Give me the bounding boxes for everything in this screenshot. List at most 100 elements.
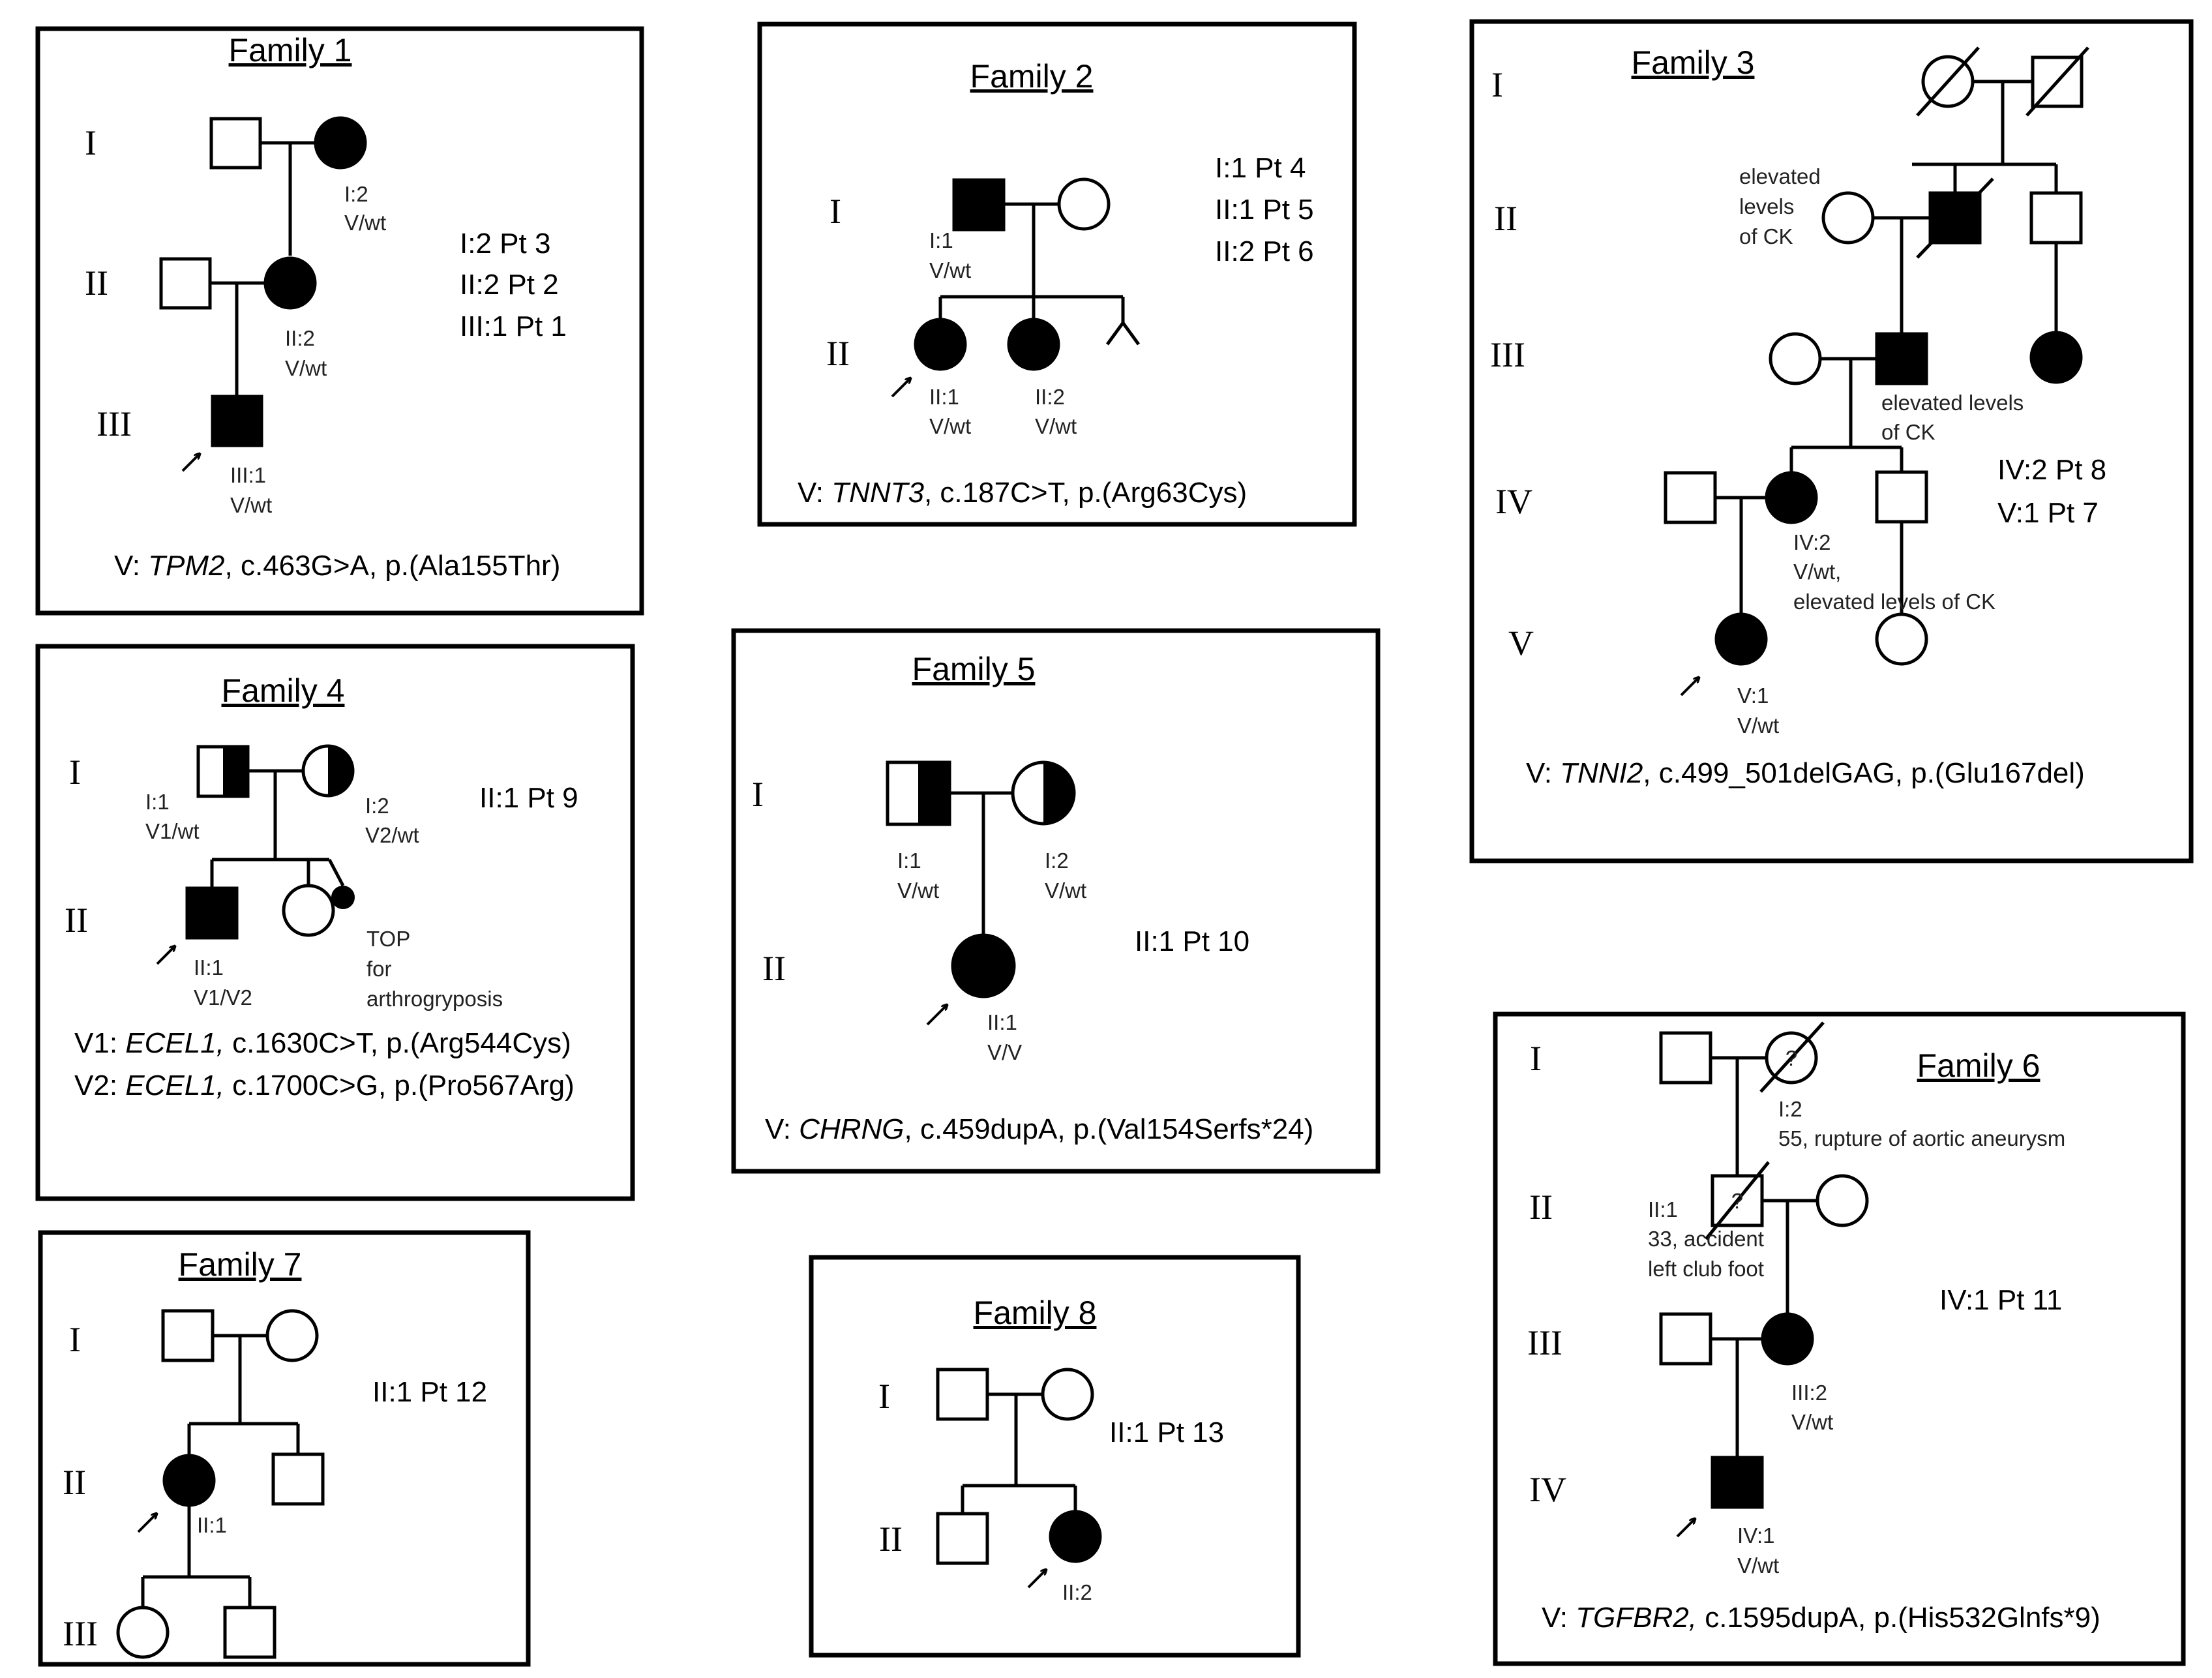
- family-1-label-III1-geno: V/wt: [230, 493, 272, 517]
- family-5-label-I2-geno: V/wt: [1045, 878, 1086, 903]
- family-2-proband-arrow: [891, 378, 910, 398]
- family-6-label-III2-geno: V/wt: [1791, 1410, 1833, 1434]
- family-6-label-II1-id: II:1: [1648, 1197, 1678, 1221]
- family-3-gen-2: II: [1494, 199, 1517, 238]
- family-3-label-IV2-note: elevated levels of CK: [1793, 590, 1995, 614]
- family-5-panel: Family 5 I II I:1 V/wt I:2 V/wt II:1 V/V…: [731, 628, 1381, 1174]
- family-5-variant: V: CHRNG, c.459dupA, p.(Val154Serfs*24): [765, 1113, 1313, 1145]
- family-8-gen-1: I: [878, 1377, 890, 1416]
- family-7-patient-1: II:1 Pt 12: [372, 1376, 487, 1408]
- family-7-III2-male: [223, 1606, 276, 1659]
- family-8-label-II2-id: II:2: [1062, 1580, 1092, 1604]
- family-2-gen-2: II: [826, 334, 850, 373]
- family-6-label-IV1-geno: V/wt: [1737, 1553, 1779, 1578]
- family-1-label-II2-id: II:2: [285, 326, 315, 350]
- family-3-label-V1-id: V:1: [1737, 683, 1769, 708]
- family-1-label-II2-geno: V/wt: [285, 356, 327, 380]
- family-8-title: Family 8: [974, 1295, 1097, 1331]
- family-3-label-V1-geno: V/wt: [1737, 713, 1779, 738]
- family-4-label-I1-geno: V1/wt: [145, 819, 200, 843]
- family-1-gen-1: I: [85, 123, 97, 162]
- family-2-patient-3: II:2 Pt 6: [1215, 235, 1314, 267]
- family-8-patient-1: II:1 Pt 13: [1109, 1416, 1224, 1448]
- family-1-label-I2-geno: V/wt: [344, 211, 386, 235]
- family-1-frame: [35, 26, 644, 616]
- family-6-III1-male: [1659, 1312, 1712, 1366]
- family-7-proband-arrow: [137, 1514, 157, 1533]
- family-4-terminated-pregnancy: [331, 886, 355, 909]
- family-1-patient-1: I:2 Pt 3: [460, 228, 550, 260]
- family-2-I2-female: [1057, 177, 1111, 231]
- family-4-note-line3: arthrogryposis: [366, 987, 503, 1011]
- family-8-frame: [809, 1255, 1301, 1658]
- family-3-label-IV2-id: IV:2: [1793, 530, 1831, 554]
- family-1-III1-male-affected: [211, 395, 263, 447]
- family-2-lines: [938, 202, 1141, 346]
- family-5-gen-1: I: [752, 775, 764, 814]
- family-3-IV3-male: [1875, 470, 1928, 524]
- family-6-II1-unknown-mark: ?: [1731, 1189, 1743, 1213]
- family-1-patient-3: III:1 Pt 1: [460, 310, 567, 342]
- family-6-variant: V: TGFBR2, c.1595dupA, p.(His532Glnfs*9): [1542, 1602, 2100, 1634]
- family-6-gen-4: IV: [1529, 1470, 1566, 1509]
- family-6-label-III2-id: III:2: [1791, 1381, 1827, 1405]
- family-8-gen-2: II: [879, 1520, 903, 1559]
- family-8-I2-female: [1041, 1368, 1094, 1421]
- family-4-title: Family 4: [222, 672, 345, 709]
- family-5-lines: [949, 791, 1012, 935]
- family-6-I1-male: [1659, 1031, 1712, 1085]
- family-3-III1-female: [1769, 332, 1822, 385]
- family-3-gen-5: V: [1508, 623, 1534, 663]
- family-3-proband-arrow: [1680, 678, 1699, 697]
- family-5-label-I2-id: I:2: [1045, 848, 1069, 873]
- family-7-II2-male: [271, 1452, 325, 1506]
- family-6-gen-3: III: [1527, 1323, 1562, 1362]
- family-2-title: Family 2: [970, 58, 1094, 95]
- family-3-II1-female: [1821, 191, 1875, 245]
- family-3-IV1-male: [1664, 471, 1717, 524]
- family-6-patient-1: IV:1 Pt 11: [1939, 1284, 2062, 1316]
- family-1-gen-2: II: [85, 263, 108, 303]
- family-2-label-II1-id: II:1: [929, 385, 959, 409]
- family-5-II1-female-affected: [951, 933, 1016, 998]
- family-3-panel: Family 3 I II III IV V: [1469, 19, 2194, 863]
- family-3-note-III2-line1: elevated levels: [1881, 391, 2024, 415]
- family-7-gen-3: III: [63, 1614, 98, 1653]
- family-3-note-II1-line2: levels: [1739, 194, 1794, 218]
- family-2-variant: V: TNNT3, c.187C>T, p.(Arg63Cys): [798, 477, 1247, 509]
- family-3-patient-1: IV:2 Pt 8: [1997, 454, 2106, 486]
- family-6-label-II1-note2: left club foot: [1648, 1257, 1764, 1281]
- family-1-I2-female-affected: [314, 116, 367, 170]
- family-3-label-IV2-geno: V/wt,: [1793, 560, 1841, 584]
- family-4-label-I1-id: I:1: [145, 790, 170, 814]
- family-7-panel: Family 7 I II III II:1 II:1 Pt 12: [38, 1230, 531, 1667]
- family-4-panel: Family 4 I II I:1 V1/wt I:2 V2/wt II:1 V…: [35, 644, 635, 1201]
- family-5-gen-2: II: [762, 949, 786, 988]
- family-3-gen-3: III: [1490, 335, 1525, 374]
- family-3-gen-1: I: [1491, 65, 1503, 104]
- family-5-label-I1-geno: V/wt: [897, 878, 939, 903]
- family-4-patient-1: II:1 Pt 9: [479, 782, 578, 814]
- family-4-lines: [210, 769, 345, 888]
- family-1-II2-female-affected: [263, 256, 317, 310]
- family-8-panel: Family 8 I II II:2 II:1 Pt 13: [809, 1255, 1301, 1658]
- family-8-lines: [961, 1392, 1077, 1514]
- family-4-label-I2-id: I:2: [365, 794, 389, 818]
- family-6-title: Family 6: [1917, 1047, 2040, 1084]
- family-2-gen-1: I: [830, 192, 841, 231]
- family-6-gen-2: II: [1529, 1188, 1553, 1227]
- family-7-I1-male: [161, 1309, 215, 1362]
- family-7-III1-female: [116, 1606, 170, 1659]
- family-8-II2-female-affected: [1049, 1510, 1102, 1563]
- family-7-gen-2: II: [63, 1463, 86, 1502]
- family-3-V1-female-affected: [1714, 612, 1768, 666]
- family-2-patient-1: I:1 Pt 4: [1215, 152, 1306, 184]
- family-6-label-IV1-id: IV:1: [1737, 1523, 1774, 1548]
- family-4-frame: [35, 644, 635, 1201]
- family-3-note-II1-line3: of CK: [1739, 224, 1793, 248]
- family-4-gen-1: I: [69, 753, 81, 792]
- family-1-title: Family 1: [229, 32, 352, 68]
- family-7-title: Family 7: [179, 1246, 302, 1283]
- family-4-II2-female: [282, 884, 335, 937]
